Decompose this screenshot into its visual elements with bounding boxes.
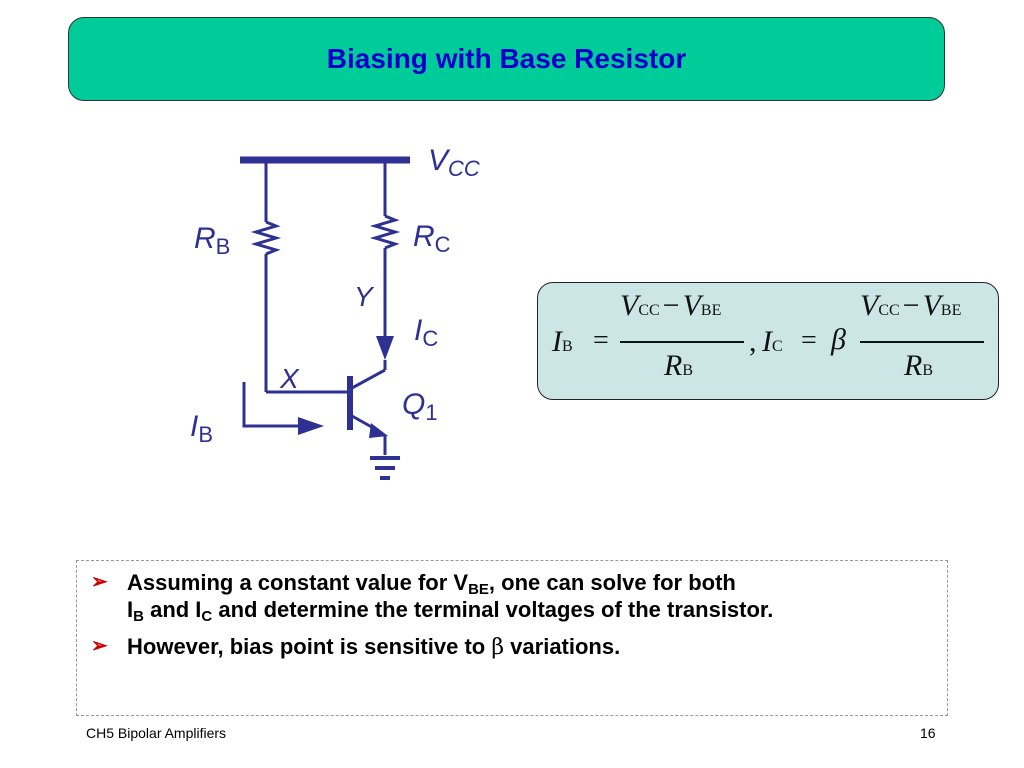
eq-frac-bar-2 [860, 341, 984, 343]
bullet-2: ➢ However, bias point is sensitive to β … [91, 634, 621, 660]
rb-resistor [250, 220, 282, 256]
transistor-collector [351, 368, 386, 390]
slide-title: Biasing with Base Resistor [326, 43, 687, 74]
rb-label: RB [194, 222, 230, 259]
bullet-box: ➢ Assuming a constant value for VBE, one… [76, 560, 948, 716]
equation-box: IB = VCC−VBE RB , IC = β VCC−VBE RB [537, 282, 999, 400]
eq-num1: VCC−VBE [620, 289, 722, 322]
circuit-diagram: VCC RB RC Y IC X Q1 IB [190, 144, 480, 480]
bullet-arrow-icon: ➢ [91, 571, 108, 593]
eq-equals-2: = [801, 325, 817, 356]
vcc-label: VCC [428, 144, 480, 181]
rc-resistor [369, 214, 401, 250]
ic-label: IC [414, 314, 438, 351]
eq-num2: VCC−VBE [860, 289, 962, 322]
footer-page-number: 16 [920, 725, 936, 741]
eq-comma: , [749, 325, 757, 358]
q1-label: Q1 [402, 388, 438, 425]
eq-ic: IC [762, 325, 783, 358]
eq-equals-1: = [593, 325, 609, 356]
ib-circuit-label: IB [190, 410, 213, 447]
ib-arrowhead [298, 417, 324, 435]
eq-den1: RB [664, 349, 693, 382]
bullet-1: ➢ Assuming a constant value for VBE, one… [91, 570, 774, 625]
node-y-label: Y [354, 281, 375, 312]
emitter-arrowhead [369, 423, 388, 438]
footer-chapter: CH5 Bipolar Amplifiers [86, 725, 227, 741]
title-banner: Biasing with Base Resistor [68, 17, 945, 101]
eq-frac-bar-1 [620, 341, 744, 343]
node-x-label: X [279, 363, 300, 394]
ib-arrow-shaft [242, 382, 300, 428]
rc-label: RC [413, 220, 451, 257]
eq-beta: β [831, 323, 846, 356]
eq-ib: IB [552, 325, 573, 358]
eq-den2: RB [904, 349, 933, 382]
ic-arrowhead [376, 336, 394, 360]
bullet-arrow-icon: ➢ [91, 635, 108, 657]
